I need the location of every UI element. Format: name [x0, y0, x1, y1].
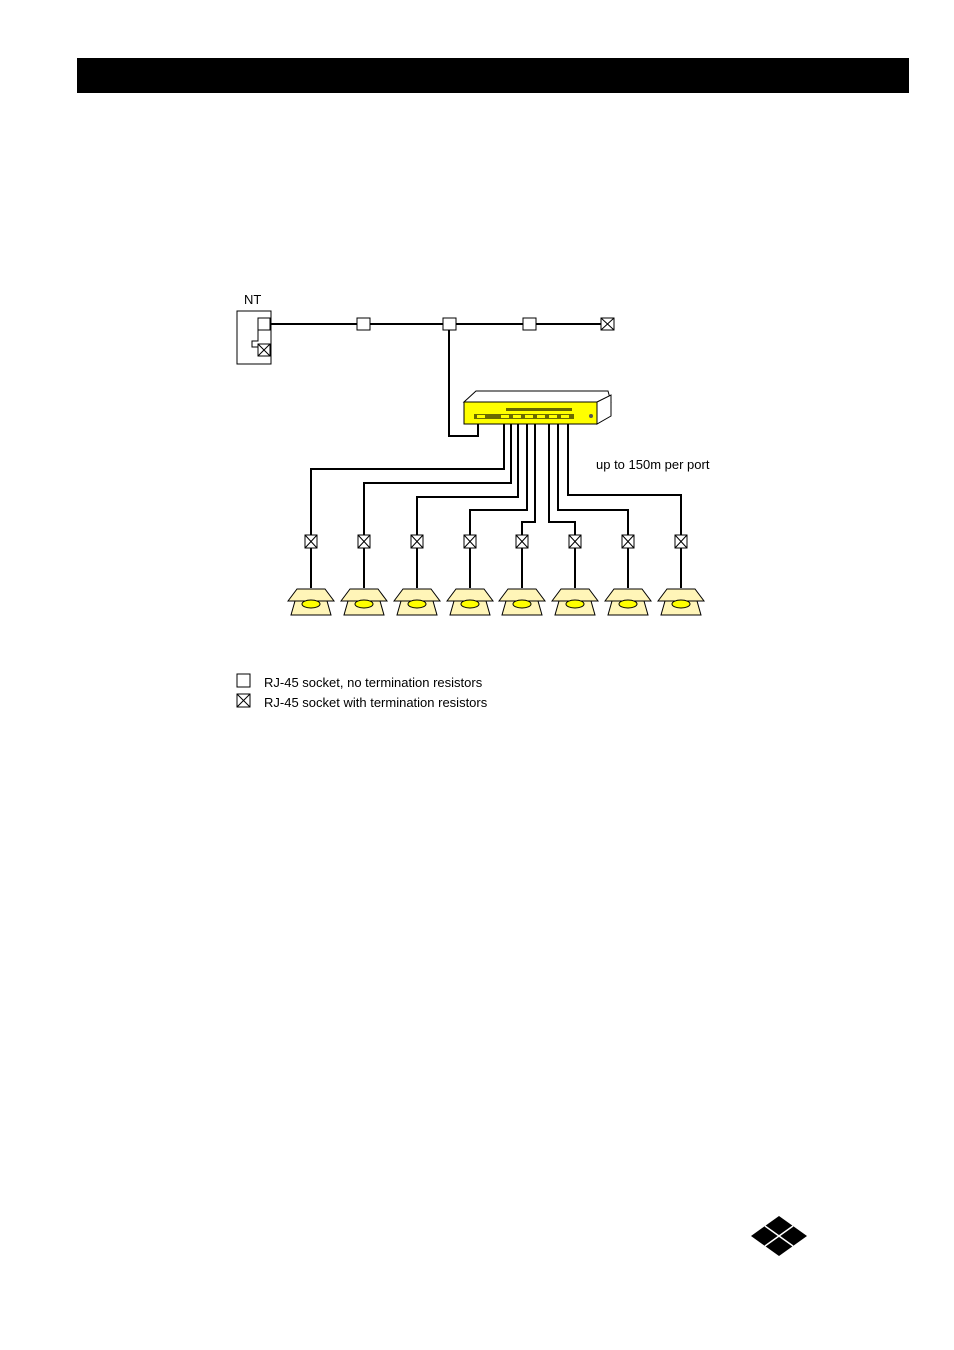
black-box-logo [748, 1214, 810, 1258]
port-cable [311, 424, 504, 535]
telephone [288, 589, 334, 615]
terminal-socket-terminated [569, 535, 581, 548]
legend-item: RJ-45 socket, no termination resistors [237, 674, 483, 690]
telephone [341, 589, 387, 615]
legend-label: RJ-45 socket, no termination resistors [264, 675, 483, 690]
legend-item: RJ-45 socket with termination resistors [237, 694, 488, 710]
telephone [658, 589, 704, 615]
telephone [499, 589, 545, 615]
telephone [447, 589, 493, 615]
telephone [394, 589, 440, 615]
terminal-socket-terminated [305, 535, 317, 548]
bus-socket-plain [357, 318, 370, 330]
terminal-socket-terminated [516, 535, 528, 548]
cable-length-note: up to 150m per port [596, 457, 710, 472]
terminal-row [288, 535, 704, 615]
terminal-socket-terminated [358, 535, 370, 548]
isdn-device [464, 391, 611, 424]
terminal-socket-terminated [622, 535, 634, 548]
telephone [605, 589, 651, 615]
telephone [552, 589, 598, 615]
port-cable [568, 424, 681, 535]
legend: RJ-45 socket, no termination resistors R… [237, 674, 488, 710]
nt-label: NT [244, 292, 261, 307]
port-cable [522, 424, 535, 535]
port-cable [364, 424, 511, 535]
bus-socket-plain [523, 318, 536, 330]
port-cables [311, 424, 681, 535]
port-cable [417, 424, 518, 535]
legend-symbol-plain [237, 674, 250, 687]
terminal-socket-terminated [464, 535, 476, 548]
bus-socket-plain [443, 318, 456, 330]
terminal-socket-terminated [411, 535, 423, 548]
nt-unit: NT [237, 292, 271, 364]
bus-socket-terminated [601, 318, 614, 330]
terminal-socket-terminated [675, 535, 687, 548]
port-cable [549, 424, 575, 535]
legend-label: RJ-45 socket with termination resistors [264, 695, 488, 710]
